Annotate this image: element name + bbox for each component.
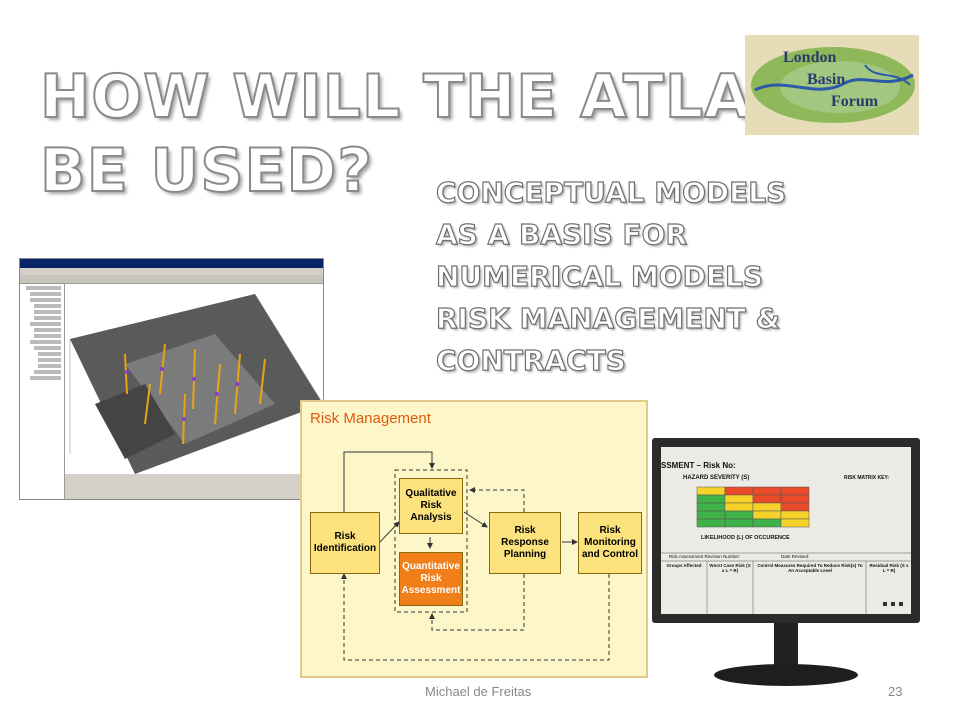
col-control-measures: Control Measures Required To Reduce Risk…	[757, 563, 863, 573]
software-tree-panel	[20, 284, 65, 499]
title-line-2: BE USED?	[39, 135, 374, 207]
software-3d-view	[65, 284, 323, 474]
risk-diagram-arrows	[341, 451, 610, 661]
col-residual-risk: Residual Risk (S x L = R)	[869, 563, 909, 573]
hazard-severity-label: HAZARD SEVERITY (S)	[683, 475, 750, 481]
bullet-line-4: RISK MANAGEMENT &	[435, 301, 781, 335]
monitor-stand-neck	[774, 623, 798, 671]
bullet-line-3: NUMERICAL MODELS	[435, 259, 763, 293]
box-qualitative-risk-analysis: Qualitative Risk Analysis	[399, 478, 463, 534]
bullet-line-5: CONTRACTS	[435, 343, 626, 377]
box-quantitative-risk-assessment: Quantitative Risk Assessment	[399, 552, 463, 606]
col-worst-case-risk: Worst Case Risk (S x L = R)	[709, 563, 751, 573]
risk-diagram-title: Risk Management	[310, 410, 431, 427]
software-statusbar	[65, 474, 323, 499]
title-line-1: HOW WILL THE ATLAS	[39, 61, 796, 133]
revision-number-label: Risk Assessment Revision Number:	[669, 554, 741, 559]
risk-matrix-key: RISK MATRIX KEY:	[844, 475, 890, 481]
monitor-screen: SSMENT – Risk No: HAZARD SEVERITY (S) RI…	[661, 447, 911, 614]
box-risk-monitoring-control: Risk Monitoring and Control	[578, 512, 642, 574]
screen-header: SSMENT – Risk No:	[661, 461, 736, 470]
geology-software-screenshot	[19, 258, 324, 500]
monitor-stand-base	[714, 664, 858, 686]
box-risk-identification: Risk Identification	[310, 512, 380, 574]
slide-title: HOW WILL THE ATLAS BE USED?	[39, 60, 796, 208]
monitor-risk-matrix: SSMENT – Risk No: HAZARD SEVERITY (S) RI…	[652, 438, 920, 693]
box-risk-response-planning: Risk Response Planning	[489, 512, 561, 574]
slide-number: 23	[888, 684, 903, 699]
monitor-frame: SSMENT – Risk No: HAZARD SEVERITY (S) RI…	[652, 438, 920, 623]
footer-author: Michael de Freitas	[425, 684, 532, 699]
col-groups-affected: Groups Affected	[666, 563, 702, 568]
likelihood-label: LIKELIHOOD (L) OF OCCURENCE	[701, 535, 790, 541]
bullet-list: CONCEPTUAL MODELS AS A BASIS FOR NUMERIC…	[435, 172, 787, 382]
risk-matrix-grid	[661, 486, 911, 614]
logo-map-graphic	[751, 47, 915, 123]
risk-management-diagram: Risk Management Risk Identification Qual…	[300, 400, 648, 678]
date-revised-label: Date Revised:	[781, 554, 810, 559]
software-menubar	[20, 268, 323, 275]
logo-text-london: London	[783, 49, 837, 66]
software-titlebar	[20, 259, 323, 268]
london-basin-forum-logo: London Basin Forum	[745, 35, 919, 135]
logo-text-forum: Forum	[831, 93, 879, 110]
bullet-line-1: CONCEPTUAL MODELS	[435, 175, 787, 209]
bullet-line-2: AS A BASIS FOR	[435, 217, 688, 251]
software-toolbar	[20, 275, 323, 284]
logo-text-basin: Basin	[807, 71, 846, 88]
